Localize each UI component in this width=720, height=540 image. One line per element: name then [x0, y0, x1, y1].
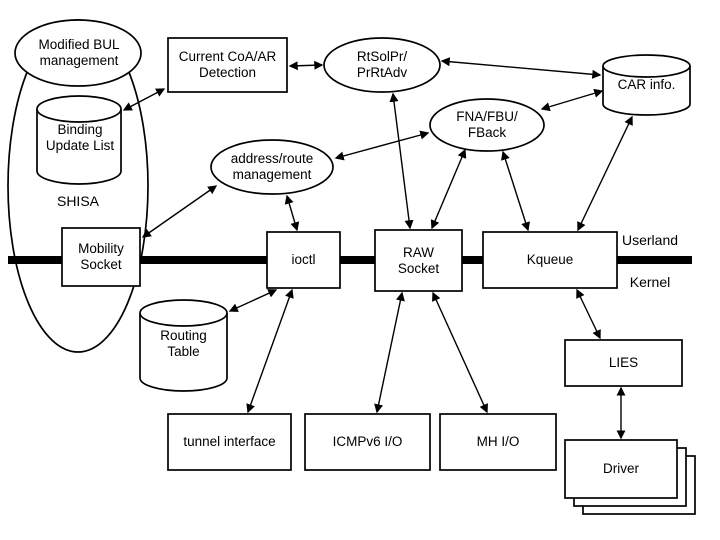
- mobility-socket-box: [61, 227, 141, 287]
- arrow-coa-rtsolpr: [288, 60, 324, 71]
- arrow-fna-addr: [334, 130, 430, 161]
- fna-ellipse: [429, 98, 545, 152]
- current-coa-ar-box: [167, 37, 288, 93]
- arrow-car-kqueue: [577, 115, 633, 232]
- lies-box: [564, 339, 683, 387]
- kernel-boundary-line: [8, 256, 692, 264]
- cylinder-top: [602, 54, 691, 78]
- icmpv6-io-box: [304, 413, 431, 471]
- arrow-raw-mh: [432, 291, 488, 414]
- arrow-layer: [122, 57, 633, 440]
- rtsolpr-ellipse: [323, 37, 441, 93]
- address-route-ellipse: [210, 139, 334, 195]
- arrow-fna-kqueue: [501, 150, 530, 232]
- arrow-bul-coa: [122, 88, 166, 111]
- ioctl-box: [266, 231, 341, 289]
- arrow-mobility-addr: [141, 185, 218, 238]
- kqueue-box: [482, 231, 618, 289]
- arrow-addr-ioctl: [284, 194, 300, 232]
- arrow-fna-car: [540, 88, 604, 112]
- arrow-raw-icmpv6: [374, 291, 405, 414]
- car-info-cylinder: [602, 54, 691, 116]
- arrow-rtsolpr-car: [440, 57, 602, 79]
- arrow-ioctl-routing: [228, 289, 278, 312]
- arrow-ioctl-tunnel: [246, 288, 294, 414]
- tunnel-interface-box: [167, 413, 292, 471]
- arrow-fna-raw: [430, 148, 467, 230]
- cylinder-body: [602, 66, 691, 116]
- driver-box: [564, 439, 678, 499]
- arrow-kqueue-lies: [576, 288, 601, 340]
- raw-socket-box: [374, 229, 463, 292]
- cylinder-top: [36, 95, 122, 123]
- cylinder-top: [139, 299, 228, 327]
- driver-stack: [564, 439, 696, 515]
- arrow-rtsolpr-raw: [389, 92, 414, 230]
- modified-bul-ellipse: [14, 19, 142, 87]
- binding-update-list-cylinder: [36, 95, 122, 185]
- routing-table-cylinder: [139, 299, 228, 392]
- cylinder-body: [36, 109, 122, 185]
- mh-io-box: [439, 413, 557, 471]
- cylinder-body: [139, 313, 228, 392]
